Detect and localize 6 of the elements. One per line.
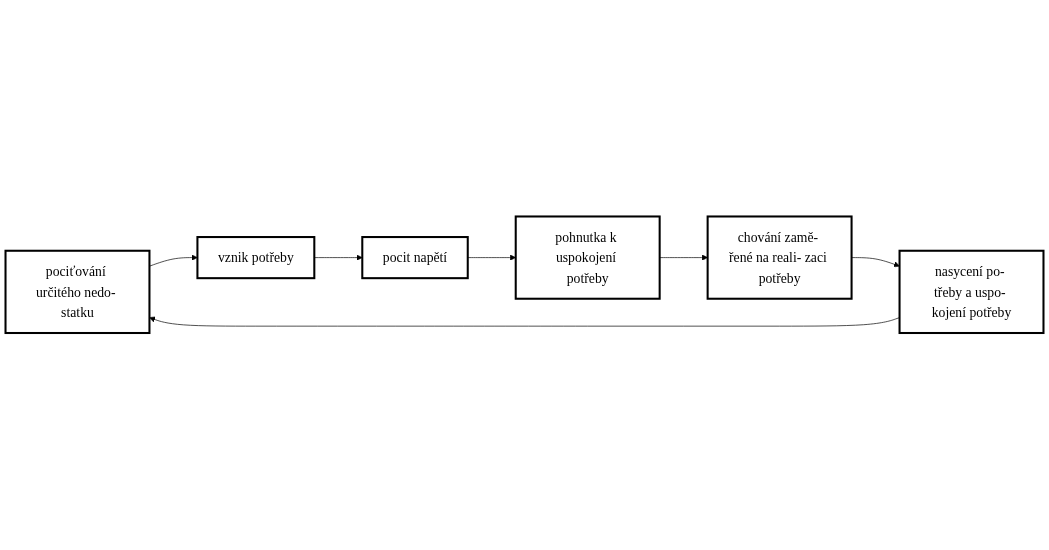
node-box: vznik potřeby [196, 236, 316, 280]
node-box: pociťování určitého nedo- statku [4, 249, 151, 335]
node-box: nasycení po- třeby a uspo- kojení potřeby [898, 249, 1045, 335]
node-box: pocit napětí [361, 236, 469, 280]
node-box: pohnutka k uspokojení potřeby [514, 215, 661, 300]
node-box: chování zamě- řené na reali- zaci potřeby [706, 215, 853, 300]
